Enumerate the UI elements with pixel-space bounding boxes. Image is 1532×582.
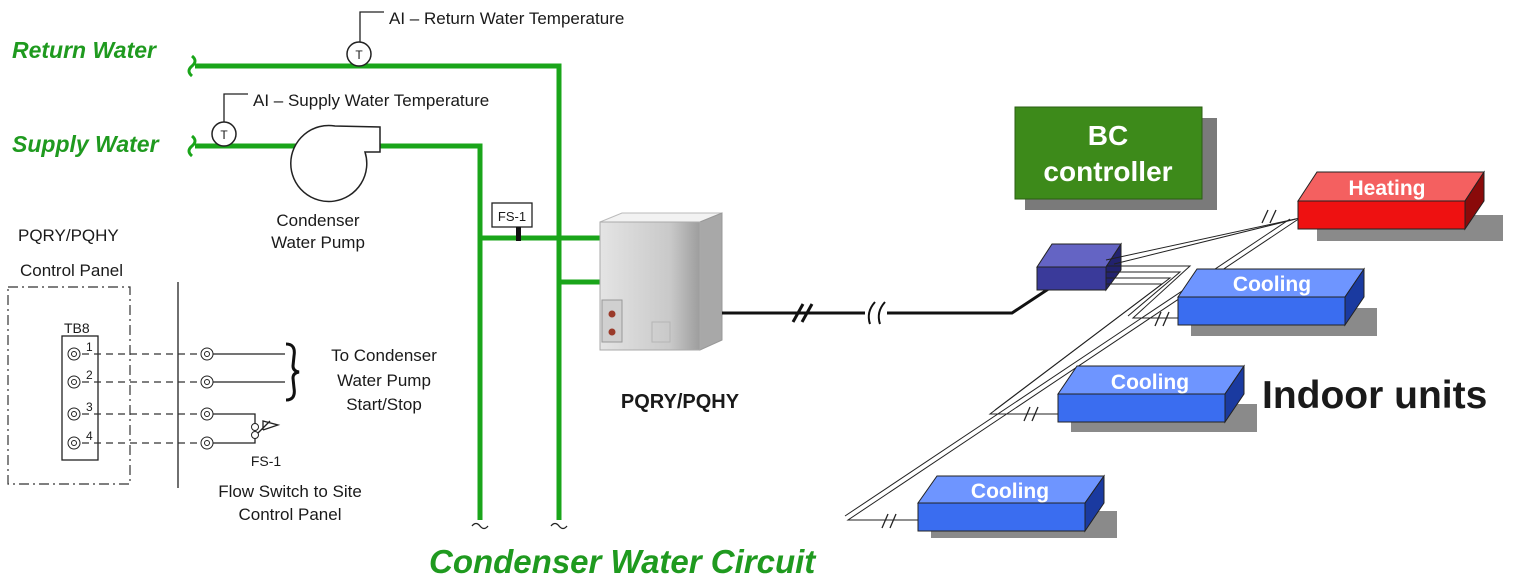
- branch-lines: [844, 217, 1301, 521]
- flow-switch-fs1: [491, 202, 533, 241]
- temperature-sensor-icon: [346, 41, 372, 67]
- to-pump-line3: Start/Stop: [346, 395, 422, 414]
- sensor-symbol: T: [220, 128, 228, 142]
- flow-switch-line2: Control Panel: [238, 505, 341, 524]
- temperature-sensor-icon: [211, 121, 237, 147]
- terminal-number: 1: [86, 340, 93, 354]
- terminal-screw-icon: [67, 407, 81, 421]
- indoor-unit-heating: Heating: [1297, 170, 1503, 241]
- outdoor-unit-label: PQRY/PQHY: [621, 391, 740, 413]
- return-water-pipe: [195, 63, 562, 520]
- terminal-number: 2: [86, 368, 93, 382]
- bc-unit-icon: [1036, 242, 1122, 292]
- indoor-unit-cooling-1: Cooling: [1177, 267, 1377, 336]
- ai-return-temp-label: AI – Return Water Temperature: [389, 9, 624, 28]
- bc-label-line2: controller: [1043, 156, 1172, 187]
- control-panel-border: [7, 286, 131, 485]
- panel-label-line2: Control Panel: [20, 261, 123, 280]
- supply-temp-sensor: T: [211, 93, 248, 147]
- indoor-unit-cooling-2: Cooling: [1057, 364, 1257, 432]
- pipe-break-icon: [471, 522, 489, 530]
- outdoor-unit-icon: [599, 212, 723, 351]
- flow-switch-icon: [491, 202, 533, 228]
- break-marks: [881, 209, 1277, 529]
- terminal-screw-icon: [200, 375, 214, 389]
- pipe-end-icon: [187, 54, 197, 78]
- brace-icon: [285, 342, 300, 402]
- fs1-box-label: FS-1: [498, 209, 526, 224]
- pump-label-line1: Condenser: [276, 211, 360, 230]
- indoor-units-label: Indoor units: [1262, 374, 1487, 417]
- pipe-break-icon: [550, 522, 568, 530]
- terminal-block: [61, 335, 99, 461]
- to-pump-line2: Water Pump: [337, 371, 431, 390]
- cooling-label-3: Cooling: [971, 480, 1049, 503]
- terminal-screw-icon: [200, 407, 214, 421]
- supply-water-label: Supply Water: [12, 131, 160, 157]
- water-piping: [187, 54, 600, 530]
- terminal-screw-icon: [67, 347, 81, 361]
- terminal-rows: 1 2 3 4: [67, 340, 285, 450]
- terminal-screw-icon: [67, 375, 81, 389]
- terminal-number: 3: [86, 400, 93, 414]
- heating-label: Heating: [1348, 177, 1425, 200]
- tb8-label: TB8: [64, 320, 90, 336]
- to-pump-line1: To Condenser: [331, 346, 437, 365]
- pipe-end-icon: [187, 134, 197, 158]
- sensor-symbol: T: [355, 48, 363, 62]
- bc-label-line1: BC: [1088, 120, 1128, 151]
- condenser-pump-icon: [290, 124, 381, 203]
- refrigerant-line: [722, 278, 1063, 325]
- return-temp-sensor: T: [346, 11, 384, 67]
- flow-switch-line1: Flow Switch to Site: [218, 482, 362, 501]
- cooling-label-2: Cooling: [1111, 371, 1189, 394]
- supply-water-pipe: [195, 143, 483, 520]
- bc-controller-box: [1014, 106, 1203, 200]
- flow-switch-contact-icon: [251, 420, 281, 439]
- terminal-screw-icon: [200, 347, 214, 361]
- panel-label-line1: PQRY/PQHY: [18, 226, 119, 245]
- pump-label-line2: Water Pump: [271, 233, 365, 252]
- circuit-title: Condenser Water Circuit: [429, 543, 817, 580]
- terminal-screw-icon: [67, 436, 81, 450]
- cooling-label-1: Cooling: [1233, 273, 1311, 296]
- terminal-number: 4: [86, 429, 93, 443]
- fs1-switch-label: FS-1: [251, 453, 282, 469]
- indoor-unit-cooling-3: Cooling: [917, 474, 1117, 538]
- return-water-label: Return Water: [12, 37, 157, 63]
- terminal-screw-icon: [200, 436, 214, 450]
- ai-supply-temp-label: AI – Supply Water Temperature: [253, 91, 489, 110]
